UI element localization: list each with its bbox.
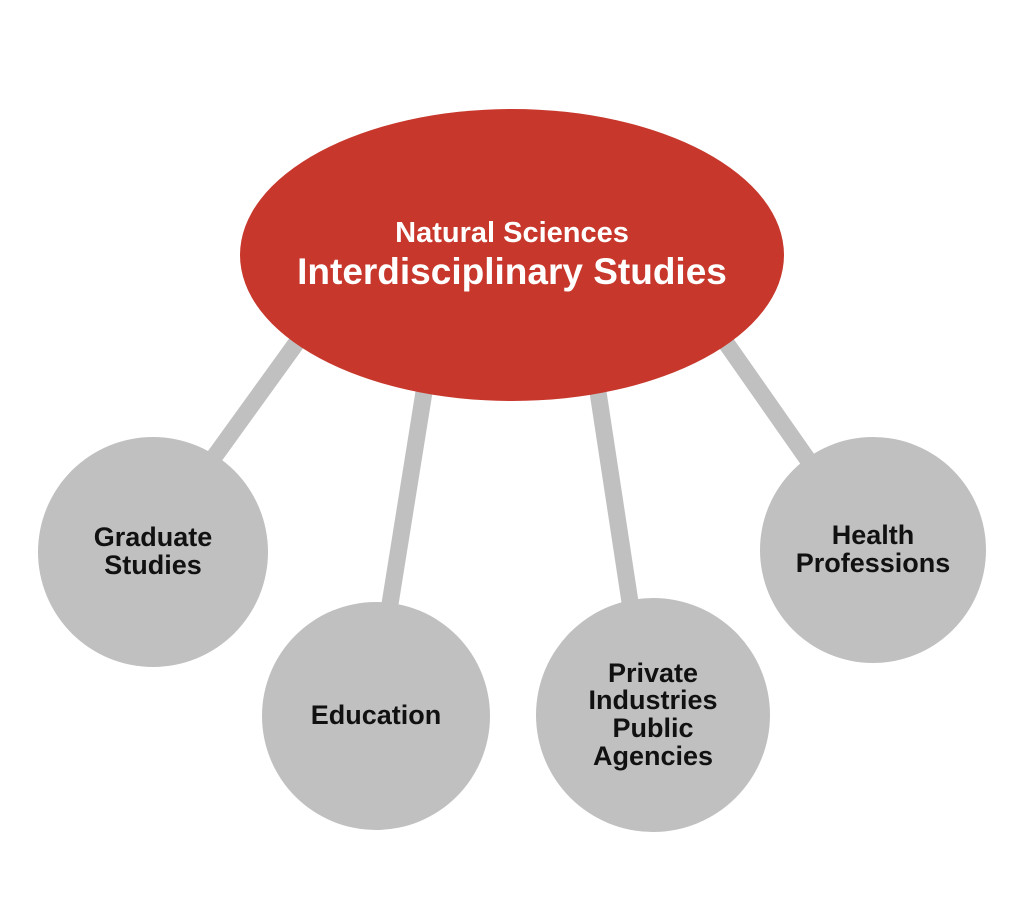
connector-education xyxy=(381,390,433,606)
node-label-line: Public xyxy=(612,713,694,743)
node-label-line: Agencies xyxy=(592,740,714,771)
node-circle-private xyxy=(536,598,770,832)
connector-private xyxy=(589,390,639,604)
node-label-line: Industries xyxy=(588,685,718,716)
connector-health xyxy=(717,335,815,465)
center-title-line2: Interdisciplinary Studies xyxy=(297,250,727,292)
center-label: Natural Sciences Interdisciplinary Studi… xyxy=(248,112,776,398)
center-title-line1: Natural Sciences xyxy=(395,217,629,250)
node-label-private: Private Industries Public Agencies xyxy=(536,600,770,830)
node-label-line: Graduate xyxy=(93,522,213,553)
node-label-line: Education xyxy=(310,700,442,731)
node-circle-education xyxy=(262,602,490,830)
connectors xyxy=(205,333,815,606)
node-label-education: Education xyxy=(262,602,490,830)
center-ellipse xyxy=(240,109,784,401)
node-label-health: Health Professions xyxy=(760,436,986,664)
connector-graduate xyxy=(205,333,307,465)
node-label-line: Private xyxy=(607,657,699,688)
node-circle-health xyxy=(760,437,986,663)
node-label-line: Studies xyxy=(104,550,202,580)
node-label-graduate: Graduate Studies xyxy=(38,438,268,666)
node-label-line: Health xyxy=(831,520,915,551)
node-label-line: Professions xyxy=(795,548,951,578)
node-circle-graduate xyxy=(38,437,268,667)
